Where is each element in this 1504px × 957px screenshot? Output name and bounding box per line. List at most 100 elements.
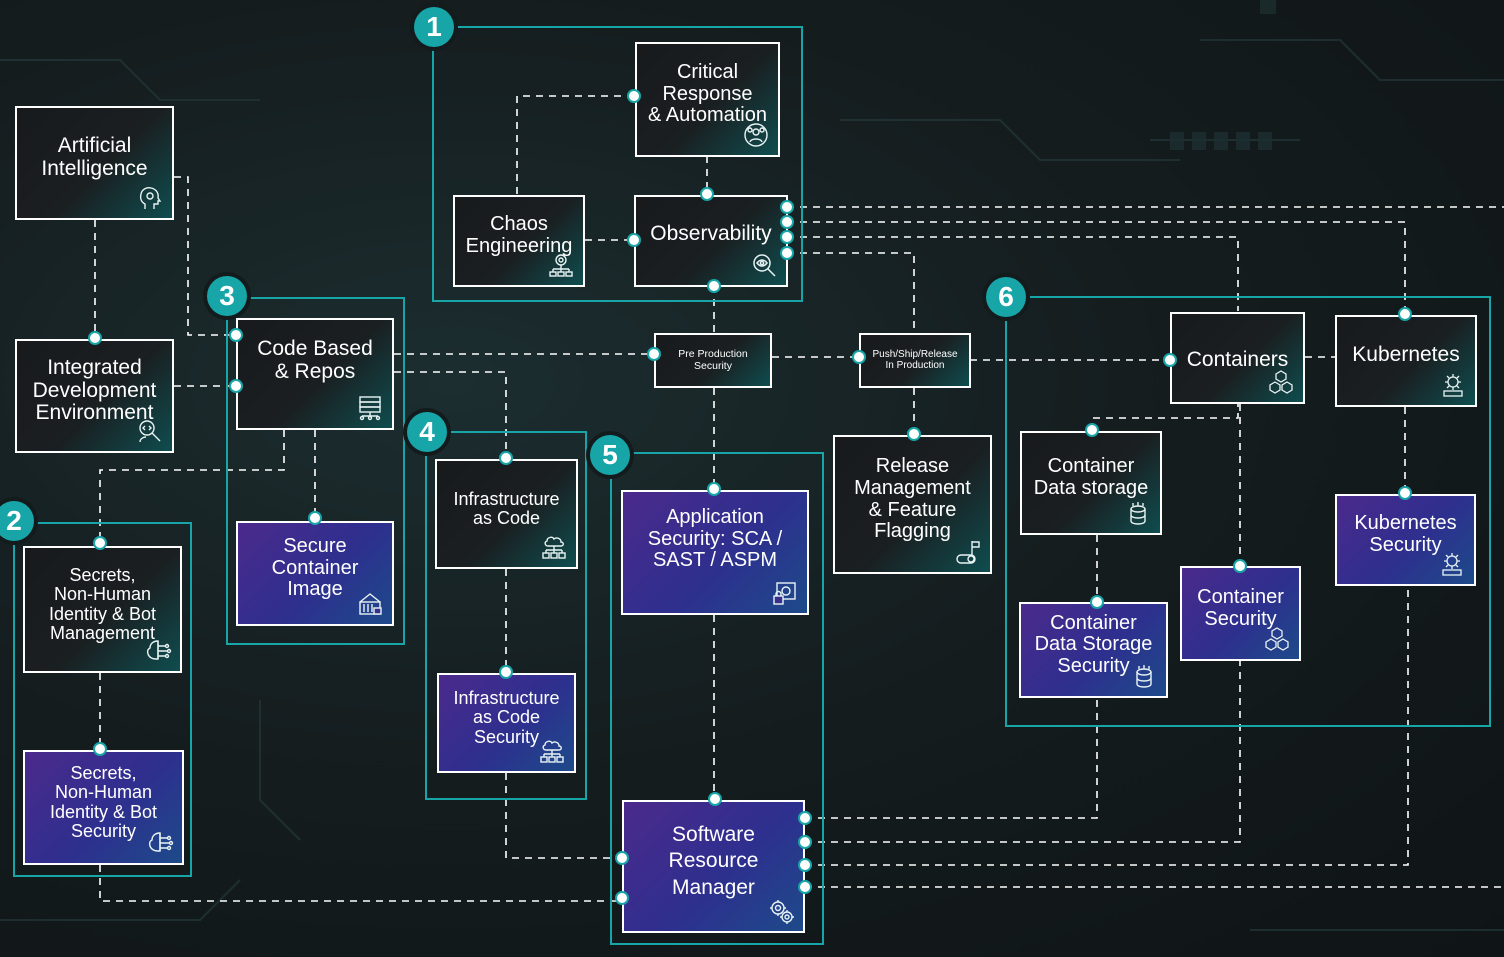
connector-dot	[627, 89, 641, 103]
connector-dot	[780, 215, 794, 229]
group-4-frame	[425, 431, 587, 800]
connector-dot	[93, 742, 107, 756]
connector-dot	[708, 792, 722, 806]
cloud-network-icon	[538, 737, 566, 765]
cubes-icon	[1263, 625, 1291, 653]
software-resource-manager-node[interactable]: Software Resource Manager	[622, 800, 805, 933]
connector-dot	[1085, 423, 1099, 437]
group-1-frame	[432, 26, 803, 302]
connector-dot	[615, 891, 629, 905]
connector-dot	[308, 511, 322, 525]
group-2-frame	[13, 522, 192, 877]
connector-dot	[615, 851, 629, 865]
connector-dot	[1398, 486, 1412, 500]
network-gear-icon	[547, 251, 575, 279]
infrastructure-as-code-label: Infrastructure as Code	[453, 488, 560, 528]
observability-label: Observability	[650, 221, 772, 245]
ide-node[interactable]: Integrated Development Environment	[15, 339, 174, 453]
team-gear-icon	[742, 121, 770, 149]
ai-head-icon	[136, 184, 164, 212]
connector-dot	[499, 665, 513, 679]
cluster-icon	[1439, 371, 1467, 399]
infrastructure-as-code-node[interactable]: Infrastructure as Code	[435, 459, 578, 569]
flag-toggle-icon	[954, 538, 982, 566]
connector-dot	[780, 246, 794, 260]
connector-dot	[700, 187, 714, 201]
connector-dot	[852, 350, 866, 364]
connector-dot	[798, 811, 812, 825]
code-lock-icon	[771, 579, 799, 607]
connector-dot	[1090, 595, 1104, 609]
connector-dot	[798, 835, 812, 849]
in-production-label: Push/Ship/Release In Production	[872, 348, 958, 371]
connector-dot	[707, 279, 721, 293]
connector-dot	[707, 482, 721, 496]
group-5-frame	[610, 452, 824, 945]
in-production-node[interactable]: Push/Ship/Release In Production	[859, 333, 971, 388]
release-management-label: Release Management & Feature Flagging	[854, 455, 971, 543]
connector-dot	[907, 427, 921, 441]
connector-dot	[229, 328, 243, 342]
iac-security-label: Infrastructure as Code Security	[453, 687, 560, 747]
release-management-node[interactable]: Release Management & Feature Flagging	[833, 435, 992, 574]
group-4-badge: 4	[407, 412, 447, 452]
group-1-badge: 1	[414, 7, 454, 47]
connector-dot	[1163, 353, 1177, 367]
connector-dot	[627, 233, 641, 247]
group-6-frame	[1005, 296, 1491, 727]
brain-circuit-icon	[144, 637, 172, 665]
connector-dot	[88, 331, 102, 345]
chaos-engineering-node[interactable]: Chaos Engineering	[453, 195, 585, 287]
secure-container-image-label: Secure Container Image	[271, 535, 359, 601]
software-resource-manager-label: Software Resource Manager	[668, 823, 759, 899]
secrets-security-label: Secrets, Non-Human Identity & Bot Securi…	[49, 762, 158, 841]
container-data-storage-label: Container Data storage	[1033, 455, 1149, 499]
app-security-label: Application Security: SCA / SAST / ASPM	[647, 506, 783, 572]
database-icon	[1130, 662, 1158, 690]
connector-dot	[798, 858, 812, 872]
connector-dot	[499, 451, 513, 465]
connector-dot	[1233, 559, 1247, 573]
container-data-storage-security-label: Container Data Storage Security	[1034, 611, 1153, 677]
containers-node[interactable]: Containers	[1170, 312, 1305, 404]
cubes-icon	[1267, 368, 1295, 396]
connector-dot	[1398, 307, 1412, 321]
kubernetes-label: Kubernetes	[1352, 342, 1460, 366]
containers-label: Containers	[1186, 347, 1289, 371]
connector-dot	[780, 230, 794, 244]
ide-label: Integrated Development Environment	[32, 355, 157, 425]
container-security-node[interactable]: Container Security	[1180, 566, 1301, 661]
observability-node[interactable]: Observability	[634, 195, 788, 287]
connector-dot	[780, 200, 794, 214]
group-3-frame	[226, 297, 405, 645]
container-data-storage-security-node[interactable]: Container Data Storage Security	[1019, 602, 1168, 698]
group-3-badge: 3	[207, 276, 247, 316]
critical-response-label: Critical Response & Automation	[648, 61, 767, 127]
connector-dot	[798, 880, 812, 894]
pre-production-security-label: Pre Production Security	[678, 348, 748, 372]
code-search-icon	[136, 417, 164, 445]
artificial-intelligence-label: Artificial Intelligence	[41, 134, 148, 180]
kubernetes-security-node[interactable]: Kubernetes Security	[1335, 494, 1476, 586]
container-lock-icon	[356, 590, 384, 618]
critical-response-node[interactable]: Critical Response & Automation	[635, 42, 780, 157]
secrets-management-node[interactable]: Secrets, Non-Human Identity & Bot Manage…	[23, 546, 182, 673]
pre-production-security-node[interactable]: Pre Production Security	[654, 333, 772, 388]
secrets-management-label: Secrets, Non-Human Identity & Bot Manage…	[48, 564, 157, 643]
eye-magnifier-icon	[750, 251, 778, 279]
database-icon	[1124, 499, 1152, 527]
container-data-storage-node[interactable]: Container Data storage	[1020, 431, 1162, 535]
repository-icon	[356, 394, 384, 422]
connector-dot	[93, 536, 107, 550]
cloud-network-icon	[540, 533, 568, 561]
chaos-engineering-label: Chaos Engineering	[465, 213, 573, 257]
secure-container-image-node[interactable]: Secure Container Image	[236, 521, 394, 626]
kubernetes-node[interactable]: Kubernetes	[1335, 315, 1477, 407]
secrets-security-node[interactable]: Secrets, Non-Human Identity & Bot Securi…	[23, 750, 184, 865]
container-security-label: Container Security	[1197, 585, 1284, 630]
code-repos-node[interactable]: Code Based & Repos	[236, 318, 394, 430]
brain-circuit-icon	[146, 829, 174, 857]
app-security-node[interactable]: Application Security: SCA / SAST / ASPM	[621, 490, 809, 615]
iac-security-node[interactable]: Infrastructure as Code Security	[437, 673, 576, 773]
artificial-intelligence-node[interactable]: Artificial Intelligence	[15, 106, 174, 220]
